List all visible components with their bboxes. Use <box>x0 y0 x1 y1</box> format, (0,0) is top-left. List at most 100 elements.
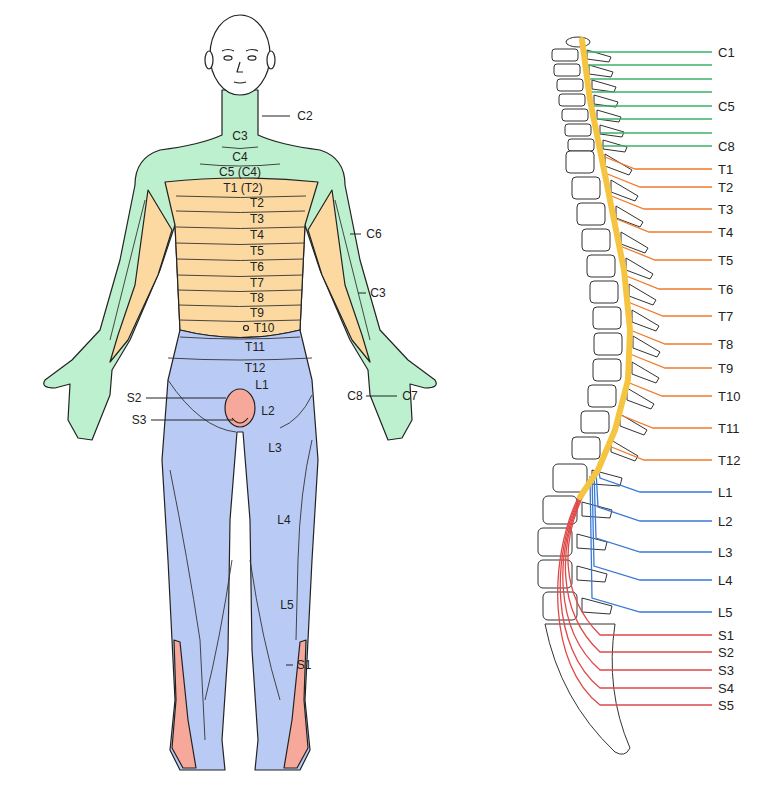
dermatome-label: C7 <box>402 390 417 402</box>
vertebrae-part <box>593 359 621 381</box>
lumbar-nerves <box>590 468 712 612</box>
body-figure <box>44 15 437 770</box>
lumbar-nerves-part <box>596 470 712 521</box>
vertebrae-part <box>592 80 616 92</box>
spinal-level-label: T8 <box>718 338 733 351</box>
dermatome-lines-part <box>250 560 280 700</box>
dermatome-lines-part <box>335 200 370 340</box>
thoracic-nerves-part <box>609 195 712 209</box>
sacral-nerves-part <box>558 498 712 705</box>
dermatome-lines-part <box>168 380 236 432</box>
dermatome-lines-part <box>180 337 300 339</box>
dermatome-lines-part <box>177 259 304 261</box>
dermatome-label: C2 <box>297 110 312 122</box>
spinal-level-label: L3 <box>718 546 732 559</box>
vertebrae-part <box>621 232 648 253</box>
spinal-level-label: T10 <box>718 390 740 403</box>
thoracic-nerves-part <box>605 173 712 187</box>
dermatome-label: S2 <box>127 392 142 404</box>
leader-lines-part <box>366 396 397 397</box>
thoracic-nerves-part <box>614 218 712 232</box>
dermatome-lines-part <box>110 200 145 340</box>
spinal-level-label: L2 <box>718 515 732 528</box>
spinal-level-label: L1 <box>718 486 732 499</box>
dermatome-lines-part <box>222 147 258 149</box>
dermatome-label: T3 <box>250 213 264 225</box>
spinal-level-label: T11 <box>718 422 739 435</box>
dermatome-label: T9 <box>250 307 264 319</box>
cervical-nerves-part <box>582 51 712 52</box>
spinal-level-label: C1 <box>718 46 735 59</box>
cervical-nerves-part <box>597 132 712 133</box>
cervical-nerves-part <box>589 91 712 92</box>
dermatome-label: L3 <box>268 442 281 454</box>
dermatome-label: T12 <box>245 362 266 374</box>
ear <box>205 51 213 69</box>
dermatome-label: L5 <box>280 599 293 611</box>
mouth <box>234 82 246 83</box>
lumbar-nerves-part <box>590 476 712 612</box>
dermatome-label: T11 <box>245 341 265 353</box>
sacral-strip <box>172 640 196 768</box>
vertebrae-part <box>545 624 630 754</box>
vertebrae-part <box>626 258 653 279</box>
sacral-nerves-part <box>565 492 712 652</box>
thoracic-nerves-part <box>630 354 712 368</box>
vertebrae-part <box>566 151 594 173</box>
vertebrae-part <box>582 598 612 614</box>
eyebrow <box>222 50 258 52</box>
dermatome-label: C6 <box>366 228 381 240</box>
lumbar-nerves-part <box>598 468 712 492</box>
sacral-genital-region <box>225 389 255 427</box>
spinal-cord <box>580 40 630 497</box>
vertebrae-part <box>572 437 600 459</box>
dermatome-label: T1 (T2) <box>223 182 262 194</box>
sacral-nerves-part <box>563 494 712 670</box>
spinal-level-label: T7 <box>718 310 733 323</box>
dermatome-label: C4 <box>232 151 247 163</box>
thoracic-nerves-part <box>624 275 712 289</box>
dermatome-lines-part <box>178 305 301 307</box>
dermatome-lines-part <box>168 358 312 360</box>
dermatome-label: T7 <box>250 277 264 289</box>
vertebrae-part <box>562 109 588 121</box>
vertebrae-part <box>554 64 580 76</box>
dermatome-label: T6 <box>250 261 264 273</box>
cervical-nerves-part <box>587 78 712 79</box>
spinal-level-label: L5 <box>718 606 732 619</box>
cervical-nerves-part <box>599 145 712 146</box>
dermatome-label: L1 <box>255 379 268 391</box>
vertebrae-part <box>552 49 578 61</box>
leader-lines <box>146 116 397 665</box>
vertebrae <box>538 37 660 754</box>
dermatome-lines-part <box>296 440 312 640</box>
leader-lines-part <box>358 293 366 294</box>
dermatome-lines-part <box>280 395 312 428</box>
dermatome-label: C8 <box>347 390 362 402</box>
lumbar-nerves-part <box>592 474 712 580</box>
spinal-level-label: T1 <box>718 163 733 176</box>
navel <box>244 326 249 331</box>
dermatome-lines-part <box>205 560 232 700</box>
spinal-level-label: T6 <box>718 283 733 296</box>
dermatome-label: T2 <box>250 197 264 209</box>
vertebrae-part <box>568 139 594 151</box>
vertebrae-part <box>594 95 618 107</box>
vertebrae-part <box>588 385 616 407</box>
spinal-level-label: S2 <box>718 646 734 659</box>
vertebrae-part <box>611 440 638 461</box>
spinal-level-label: C8 <box>718 140 735 153</box>
eye <box>224 56 232 60</box>
lumbar-region <box>162 330 318 770</box>
genital-line <box>232 418 248 423</box>
dermatome-label: T8 <box>250 292 264 304</box>
dermatome-label: L2 <box>261 405 274 417</box>
cervical-nerves-part <box>591 105 712 106</box>
spinal-level-label: T5 <box>718 254 733 267</box>
sacral-nerves <box>558 490 712 705</box>
vertebrae-part <box>577 203 605 225</box>
thoracic-region <box>165 178 318 338</box>
thoracic-arm-strip <box>308 190 370 362</box>
thoracic-nerves-part <box>618 414 712 428</box>
